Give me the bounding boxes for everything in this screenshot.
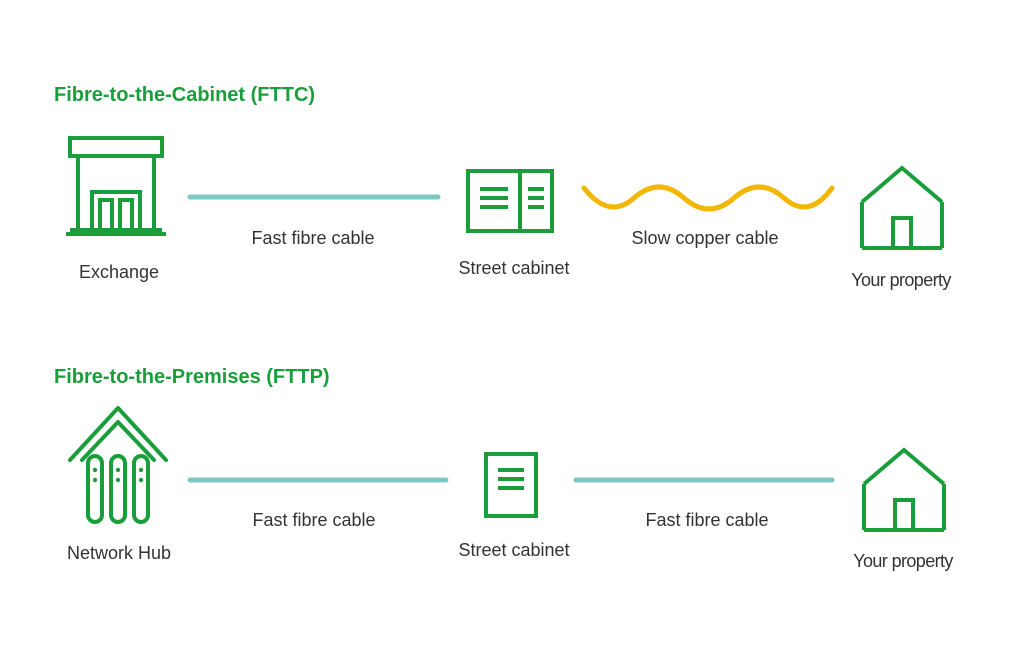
street-cabinet-icon xyxy=(484,452,538,518)
copper-cable-label: Slow copper cable xyxy=(631,228,779,248)
street-cabinet-icon xyxy=(466,169,554,233)
fttp-heading: Fibre-to-the-Premises (FTTP) xyxy=(54,366,330,388)
exchange-building-icon xyxy=(66,136,166,236)
fttc-fibre-cable-line xyxy=(187,194,441,200)
house-icon xyxy=(860,165,944,250)
network-hub-icon xyxy=(68,406,168,524)
house-icon xyxy=(862,447,946,532)
fttp-fibre-cable-label-1: Fast fibre cable xyxy=(252,510,376,530)
exchange-label: Exchange xyxy=(78,262,160,282)
fttp-property-label: Your property xyxy=(853,551,953,571)
fttp-fibre-cable-line-2 xyxy=(573,477,835,483)
copper-cable-line xyxy=(581,184,835,212)
fttp-cabinet-label: Street cabinet xyxy=(458,540,570,560)
fttp-fibre-cable-line-1 xyxy=(187,477,449,483)
fttc-cabinet-label: Street cabinet xyxy=(458,258,570,278)
fttc-fibre-cable-label: Fast fibre cable xyxy=(251,228,375,248)
fttc-property-label: Your property xyxy=(851,270,951,290)
fttp-fibre-cable-label-2: Fast fibre cable xyxy=(645,510,769,530)
network-hub-label: Network Hub xyxy=(66,543,172,563)
fttc-heading: Fibre-to-the-Cabinet (FTTC) xyxy=(54,84,316,106)
